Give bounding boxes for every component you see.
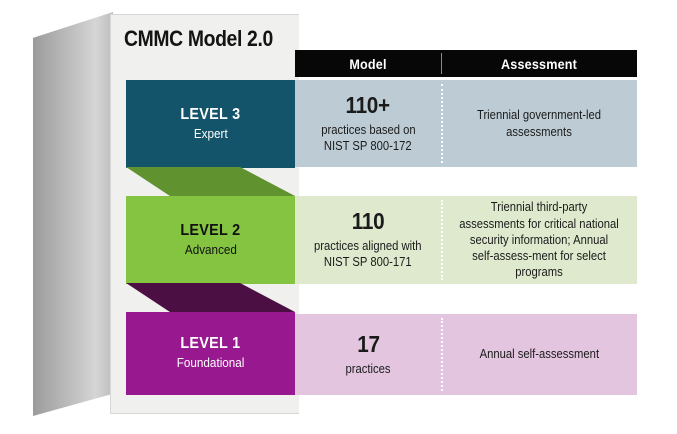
level-3-name: LEVEL 3 [180, 105, 241, 123]
practice-detail-level2-line2: NIST SP 800-171 [324, 255, 412, 269]
cell-assessment-level1: Annual self-assessment [441, 314, 637, 395]
practice-count-level1: 17 [356, 330, 380, 357]
practice-detail-level3-line1: practices based on [320, 122, 416, 137]
cell-assessment-level3: Triennial government-led assessments [441, 80, 637, 167]
practice-detail-level3-line2: NIST SP 800-172 [324, 138, 412, 153]
table-row: 110+ practices based on NIST SP 800-172 … [295, 80, 637, 167]
cell-model-level3: 110+ practices based on NIST SP 800-172 [295, 80, 441, 167]
column-header-model: Model [349, 55, 387, 72]
assessment-text-level3: Triennial government-led assessments [476, 108, 602, 139]
row-column-divider [441, 318, 443, 391]
practice-detail-level2-line1: practices aligned with [314, 239, 422, 253]
header-column-divider [441, 53, 442, 74]
table-row: 17 practices Annual self-assessment [295, 314, 637, 395]
level-2-name: LEVEL 2 [180, 221, 241, 239]
row-column-divider [441, 84, 443, 163]
level-block-2[interactable]: LEVEL 2 Advanced [126, 196, 295, 284]
book-spine-3d [33, 12, 113, 416]
column-header-assessment: Assessment [500, 55, 578, 72]
table-header-row: Model Assessment [295, 50, 637, 77]
page-title: CMMC Model 2.0 [124, 26, 273, 51]
practice-detail-level1-line1: practices [345, 361, 391, 376]
level-3-subtitle: Expert [193, 125, 228, 141]
table-row: 110 practices aligned with NIST SP 800-1… [295, 196, 637, 284]
level-block-3[interactable]: LEVEL 3 Expert [126, 80, 295, 168]
assessment-text-level2: Triennial third-party assessments for cr… [459, 200, 619, 280]
level-2-subtitle: Advanced [184, 241, 237, 257]
level-1-subtitle: Foundational [176, 355, 245, 371]
practice-count-level2: 110 [351, 208, 385, 234]
level-1-name: LEVEL 1 [180, 335, 241, 353]
cell-model-level2: 110 practices aligned with NIST SP 800-1… [295, 196, 441, 284]
assessment-text-level1: Annual self-assessment [479, 347, 599, 362]
cell-model-level1: 17 practices [295, 314, 441, 395]
row-column-divider [441, 200, 443, 280]
cell-assessment-level2: Triennial third-party assessments for cr… [441, 196, 637, 284]
practice-count-level3: 110+ [345, 91, 391, 118]
level-block-1[interactable]: LEVEL 1 Foundational [126, 312, 295, 395]
